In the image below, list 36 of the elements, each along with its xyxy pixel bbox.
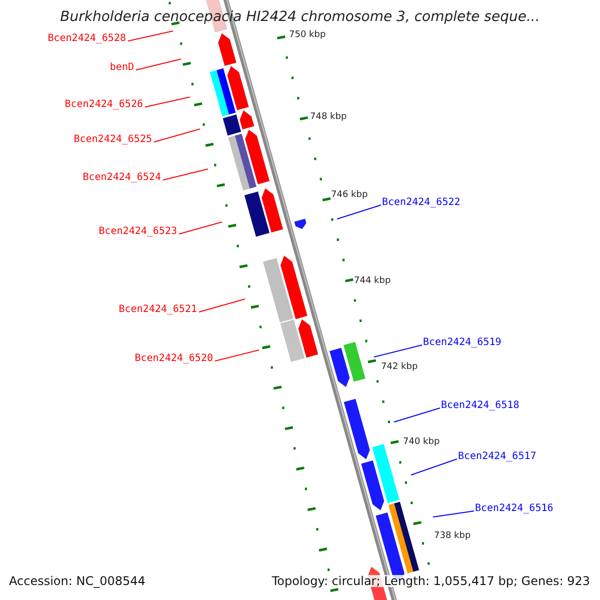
accession-text: Accession: NC_008544 bbox=[9, 575, 146, 587]
leader-line bbox=[136, 58, 182, 70]
scale-label: 750 kbp bbox=[289, 31, 326, 40]
leader-line bbox=[162, 168, 208, 180]
gene-label: Bcen2424_6519 bbox=[423, 338, 502, 348]
leader-line bbox=[198, 298, 246, 312]
gene-label: Bcen2424_6518 bbox=[441, 401, 520, 411]
gene-label: Bcen2424_6521 bbox=[118, 305, 197, 315]
scale-label: 746 kbp bbox=[331, 191, 368, 200]
gene-label: Bcen2424_6526 bbox=[64, 100, 143, 110]
scale-label: 744 kbp bbox=[354, 277, 391, 286]
leader-line bbox=[128, 30, 174, 42]
leader-line bbox=[336, 204, 382, 220]
scale-label: 738 kbp bbox=[434, 532, 471, 541]
gene-label: Bcen2424_6520 bbox=[134, 354, 213, 364]
gene-label: Bcen2424_6528 bbox=[48, 34, 126, 44]
leader-line bbox=[178, 222, 222, 234]
leader-line bbox=[432, 510, 474, 518]
leader-line bbox=[144, 96, 190, 108]
gene-label: Bcen2424_6516 bbox=[475, 504, 554, 514]
gene-label: Bcen2424_6524 bbox=[82, 173, 161, 183]
scale-label: 740 kbp bbox=[403, 438, 440, 447]
scale-label: 748 kbp bbox=[310, 113, 347, 122]
gene-label: Bcen2424_6517 bbox=[458, 452, 536, 462]
leader-line bbox=[214, 350, 260, 362]
leader-line bbox=[154, 128, 200, 142]
gene-label: benD bbox=[110, 63, 134, 73]
leader-line bbox=[394, 408, 440, 422]
leader-line bbox=[374, 344, 422, 358]
scale-label: 742 kbp bbox=[381, 363, 418, 372]
gene-label: Bcen2424_6522 bbox=[382, 198, 460, 208]
gene-label: Bcen2424_6525 bbox=[74, 135, 152, 145]
genome-info-text: Topology: circular; Length: 1,055,417 bp; Genes: 923 bbox=[272, 575, 590, 587]
gene-label: Bcen2424_6523 bbox=[98, 227, 177, 237]
title: Burkholderia cenocepacia HI2424 chromosome 3, complete seque... bbox=[59, 10, 541, 24]
leader-line bbox=[410, 458, 458, 476]
